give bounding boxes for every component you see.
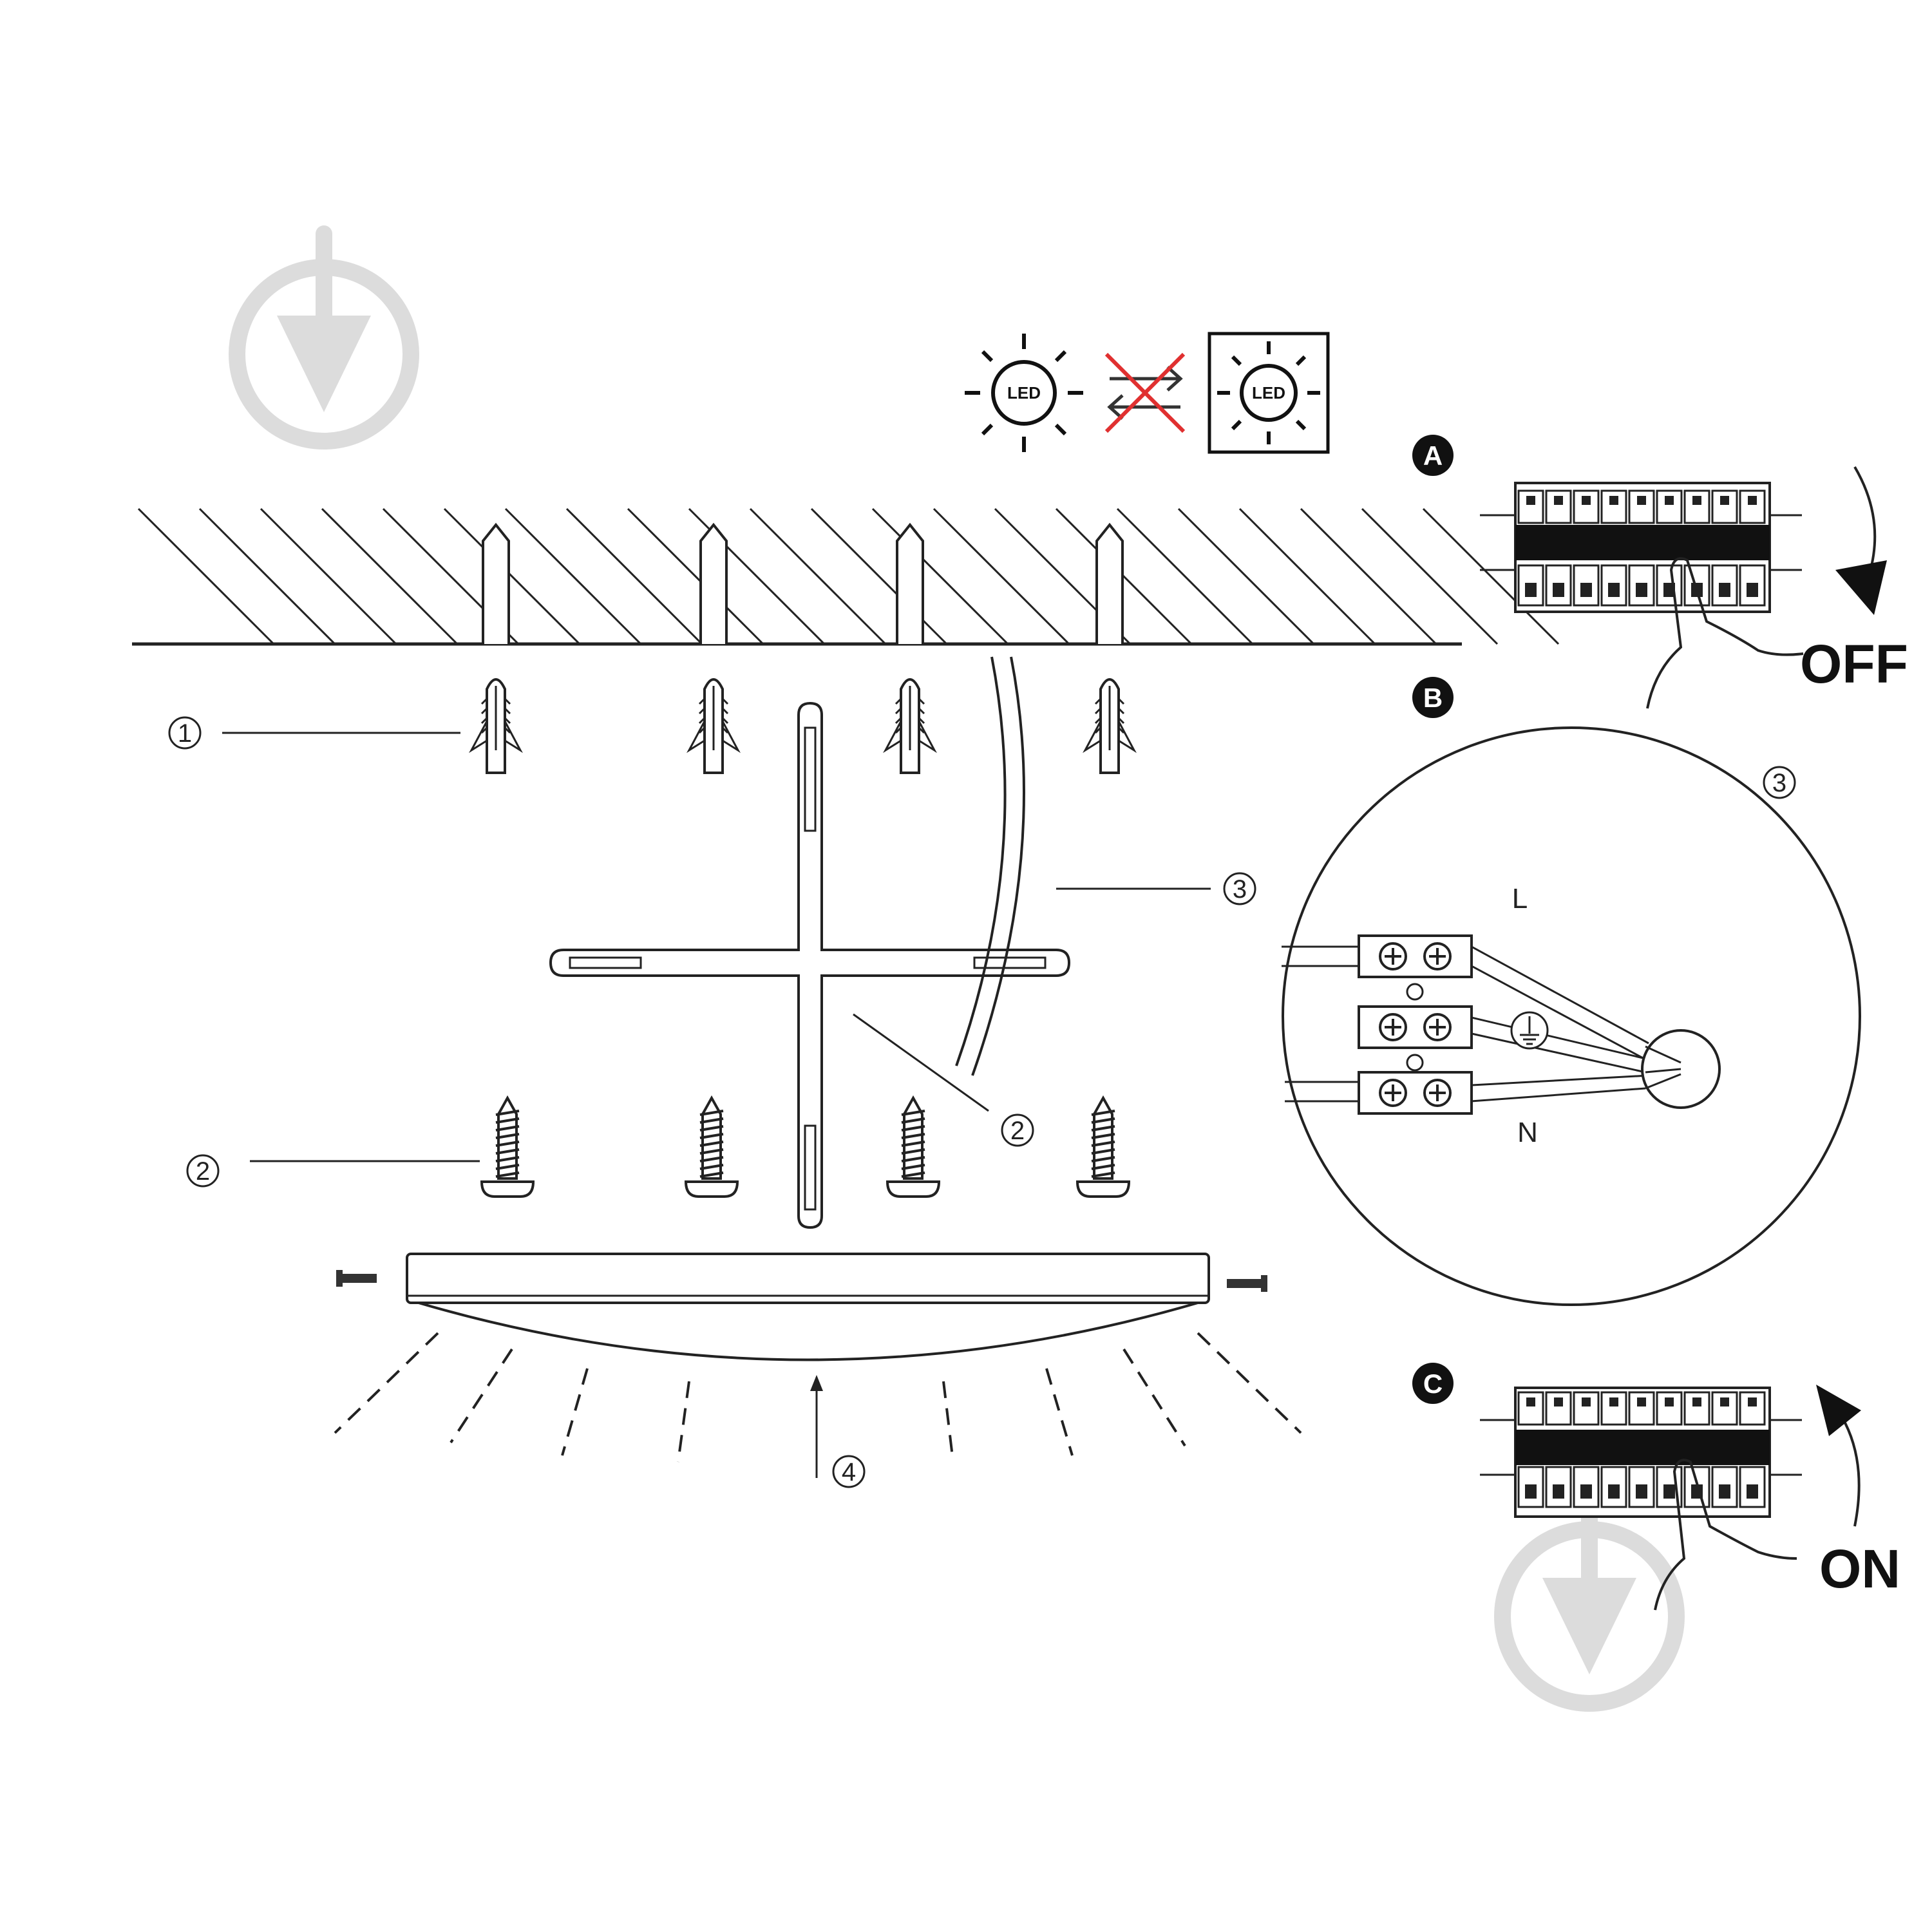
circuit-breaker: [1711, 1391, 1738, 1508]
callout-screw: 2: [186, 1154, 480, 1188]
svg-text:C: C: [1423, 1368, 1443, 1399]
circuit-breaker: [1683, 489, 1710, 607]
watermark-download-arrow-icon: [1494, 1494, 1685, 1712]
svg-text:1: 1: [178, 719, 192, 748]
off-label: OFF: [1800, 634, 1908, 694]
led-label: LED: [1252, 383, 1285, 402]
terminal-screw-icon: [1379, 1079, 1407, 1107]
circuit-breaker: [1545, 489, 1572, 607]
circuit-breaker: [1683, 1391, 1710, 1508]
breaker-panel-off: [1480, 482, 1802, 613]
circuit-breaker: [1600, 489, 1627, 607]
live-label: L: [1512, 883, 1528, 914]
neutral-label: N: [1517, 1117, 1538, 1148]
circuit-breaker: [1739, 489, 1766, 607]
watermark-download-arrow-icon: [229, 225, 419, 450]
wall-plug: [687, 678, 741, 774]
side-screw: [1227, 1275, 1267, 1292]
svg-text:2: 2: [1010, 1117, 1025, 1145]
wall-plug: [883, 678, 937, 774]
circuit-breaker: [1600, 1391, 1627, 1508]
terminal-screw-icon: [1379, 1013, 1407, 1041]
circuit-breaker: [1517, 489, 1544, 607]
on-label: ON: [1819, 1539, 1900, 1599]
terminal-screw-icon: [1423, 1079, 1452, 1107]
callout-cable: 3: [1233, 875, 1247, 904]
circuit-breaker: [1628, 489, 1655, 607]
breaker-panel-on: [1480, 1387, 1802, 1518]
circuit-breaker: [1628, 1391, 1655, 1508]
svg-text:2: 2: [196, 1157, 210, 1186]
led-sun-boxed-icon: LED: [1208, 332, 1330, 454]
side-screw: [336, 1270, 377, 1287]
step-c-badge: C: [1412, 1363, 1454, 1404]
terminal-block: [1358, 1005, 1473, 1072]
mounting-bracket: [549, 701, 1071, 1229]
wall-plug: [469, 678, 523, 774]
circuit-breaker: [1573, 489, 1600, 607]
terminal-screw-icon: [1423, 1013, 1452, 1041]
wiring-detail: 3: [1282, 726, 1861, 1306]
supply-cable: 3: [955, 656, 1256, 1076]
drill-hole: [699, 522, 728, 644]
hand-icon: [1646, 557, 1804, 709]
circuit-breaker: [1656, 489, 1683, 607]
mounting-screw: [684, 1095, 739, 1198]
drill-hole: [896, 522, 924, 644]
ceiling-lamp: 4: [334, 1253, 1302, 1488]
step-b-badge: B: [1412, 677, 1454, 718]
circuit-breaker: [1711, 489, 1738, 607]
switch-on-arrow-icon: [1816, 1385, 1861, 1527]
terminal-screw-icon: [1423, 942, 1452, 971]
led-sun-icon: LED: [965, 334, 1083, 452]
circuit-breaker: [1739, 1391, 1766, 1508]
step-a-badge: A: [1412, 435, 1454, 476]
terminal-block: [1358, 1071, 1473, 1115]
hand-icon: [1654, 1459, 1797, 1611]
mounting-screw: [886, 1095, 941, 1198]
svg-text:B: B: [1423, 683, 1443, 713]
mounting-screw: [480, 1095, 535, 1198]
callout-lamp: 4: [842, 1458, 856, 1486]
wall-plug: [1083, 678, 1137, 774]
terminal-block: [1358, 934, 1473, 1001]
callout-bracket: 2: [853, 1013, 1034, 1147]
led-label: LED: [1007, 383, 1041, 402]
callout-detail: 3: [1772, 769, 1786, 797]
callout-dowel: 1: [168, 716, 460, 750]
ceiling: [132, 507, 1560, 646]
svg-text:A: A: [1423, 440, 1443, 471]
circuit-breaker: [1545, 1391, 1572, 1508]
circuit-breaker: [1517, 1391, 1544, 1508]
ground-icon: [1510, 1011, 1549, 1050]
terminal-screw-icon: [1379, 942, 1407, 971]
mounting-screw: [1075, 1095, 1131, 1198]
drill-hole: [1095, 522, 1124, 644]
switch-off-arrow-icon: [1835, 466, 1887, 615]
drill-hole: [482, 522, 510, 644]
no-swap-icon: [1104, 352, 1186, 433]
circuit-breaker: [1573, 1391, 1600, 1508]
